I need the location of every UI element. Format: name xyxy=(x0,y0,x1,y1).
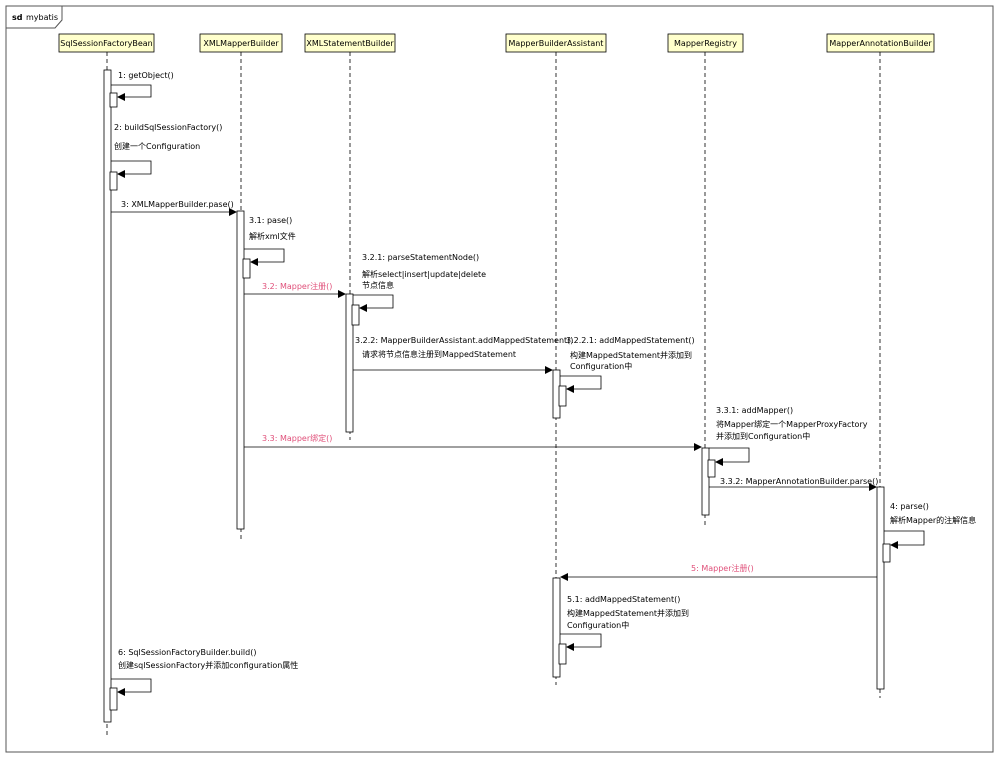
label-m331-line1: 3.3.1: addMapper() xyxy=(716,406,793,415)
participant-box-xmlmapperbuilder xyxy=(199,33,283,53)
participant-box-mapperannotationbuilder xyxy=(826,33,935,53)
participant-box-sqlsessionfactorybean xyxy=(58,33,155,53)
participant-label-mapperannotationbuilder: MapperAnnotationBuilder xyxy=(829,39,932,48)
label-m3-line1: 3: XMLMapperBuilder.pase() xyxy=(121,200,234,209)
label-m331-line3: 并添加到Configuration中 xyxy=(716,431,810,441)
activation-mapperbuilderassistant-second xyxy=(552,577,561,678)
label-m321-line2: 解析select|insert|update|delete xyxy=(362,269,486,279)
participant-label-xmlmapperbuilder: XMLMapperBuilder xyxy=(203,39,279,48)
label-m5-line1: 5: Mapper注册() xyxy=(691,563,754,573)
label-m322-line1: 3.2.2: MapperBuilderAssistant.addMappedS… xyxy=(355,336,573,345)
participants: SqlSessionFactoryBean XMLMapperBuilder X… xyxy=(58,33,935,53)
label-m33-line1: 3.3: Mapper绑定() xyxy=(262,433,332,443)
frame-keyword: sd xyxy=(12,13,23,22)
label-m1-line1: 1: getObject() xyxy=(118,71,174,80)
label-m321-line3: 节点信息 xyxy=(362,280,394,290)
arrow-m1 xyxy=(111,84,152,101)
arrow-m321 xyxy=(353,294,394,312)
label-m31-line1: 3.1: pase() xyxy=(249,216,292,225)
activation-xmlstatementbuilder-parse xyxy=(351,304,360,326)
frame-tab xyxy=(5,5,63,29)
activation-sqlsessionfactorybean-getobject xyxy=(109,92,118,108)
label-m51-line1: 5.1: addMappedStatement() xyxy=(567,595,680,604)
arrow-m4 xyxy=(884,530,925,549)
activation-mapperannotationbuilder-self xyxy=(882,543,891,563)
message-labels: 1: getObject() 2: buildSqlSessionFactory… xyxy=(114,71,976,670)
label-m2-line2: 创建一个Configuration xyxy=(114,141,200,151)
label-m51-line2: 构建MappedStatement并添加到 xyxy=(567,608,689,618)
participant-box-mapperregistry xyxy=(667,33,744,53)
activation-sqlsessionfactorybean-main xyxy=(103,69,112,723)
participant-label-mapperregistry: MapperRegistry xyxy=(674,39,737,48)
label-m3221-line2: 构建MappedStatement并添加到 xyxy=(570,350,692,360)
label-m4-line1: 4: parse() xyxy=(890,502,929,511)
participant-label-xmlstatementbuilder: XMLStatementBuilder xyxy=(306,39,394,48)
label-m51-line3: Configuration中 xyxy=(567,620,629,630)
label-m2-line1: 2: buildSqlSessionFactory() xyxy=(114,123,222,132)
frame-border xyxy=(5,5,994,753)
activation-xmlstatementbuilder-main xyxy=(345,293,354,433)
activation-sqlsessionfactorybean-build xyxy=(109,171,118,191)
participant-label-sqlsessionfactorybean: SqlSessionFactoryBean xyxy=(60,39,153,48)
activation-mapperbuilderassistant-first-self xyxy=(558,385,567,407)
label-m6-line1: 6: SqlSessionFactoryBuilder.build() xyxy=(118,648,256,657)
participant-box-mapperbuilderassistant xyxy=(505,33,607,53)
label-m6-line2: 创建sqlSessionFactory并添加configuration属性 xyxy=(118,660,298,670)
activation-xmlmapperbuilder-main xyxy=(236,210,245,530)
activation-mapperbuilderassistant-second-self xyxy=(558,643,567,665)
label-m32-line1: 3.2: Mapper注册() xyxy=(262,281,332,291)
arrow-m51 xyxy=(560,633,602,651)
frame-name: mybatis xyxy=(26,13,58,22)
activation-sqlsessionfactorybean-final xyxy=(109,687,118,711)
label-m321-line1: 3.2.1: parseStatementNode() xyxy=(362,253,479,262)
activation-xmlmapperbuilder-pase xyxy=(242,258,251,279)
label-m322-line2: 请求将节点信息注册到MappedStatement xyxy=(362,349,516,359)
label-m4-line2: 解析Mapper的注解信息 xyxy=(890,515,976,525)
arrow-m6 xyxy=(111,678,152,696)
activation-mapperregistry-main xyxy=(701,447,710,516)
label-m3221-line1: 3.2.2.1: addMappedStatement() xyxy=(566,336,695,345)
label-m331-line2: 将Mapper绑定一个MapperProxyFactory xyxy=(716,419,868,429)
participant-label-mapperbuilderassistant: MapperBuilderAssistant xyxy=(509,39,604,48)
activation-mapperregistry-self xyxy=(707,459,716,478)
activation-mapperannotationbuilder-main xyxy=(876,486,885,690)
label-m31-line2: 解析xml文件 xyxy=(249,231,296,241)
activations xyxy=(103,69,891,723)
message-arrows xyxy=(111,84,925,696)
arrow-m331 xyxy=(709,447,750,466)
arrow-m31 xyxy=(244,248,285,266)
participant-box-xmlstatementbuilder xyxy=(304,33,396,53)
arrow-m2 xyxy=(111,160,152,178)
label-m3221-line3: Configuration中 xyxy=(570,361,632,371)
label-m332-line1: 3.3.2: MapperAnnotationBuilder.parse() xyxy=(720,477,878,486)
lifelines xyxy=(106,52,881,735)
arrow-m3221 xyxy=(560,375,602,393)
